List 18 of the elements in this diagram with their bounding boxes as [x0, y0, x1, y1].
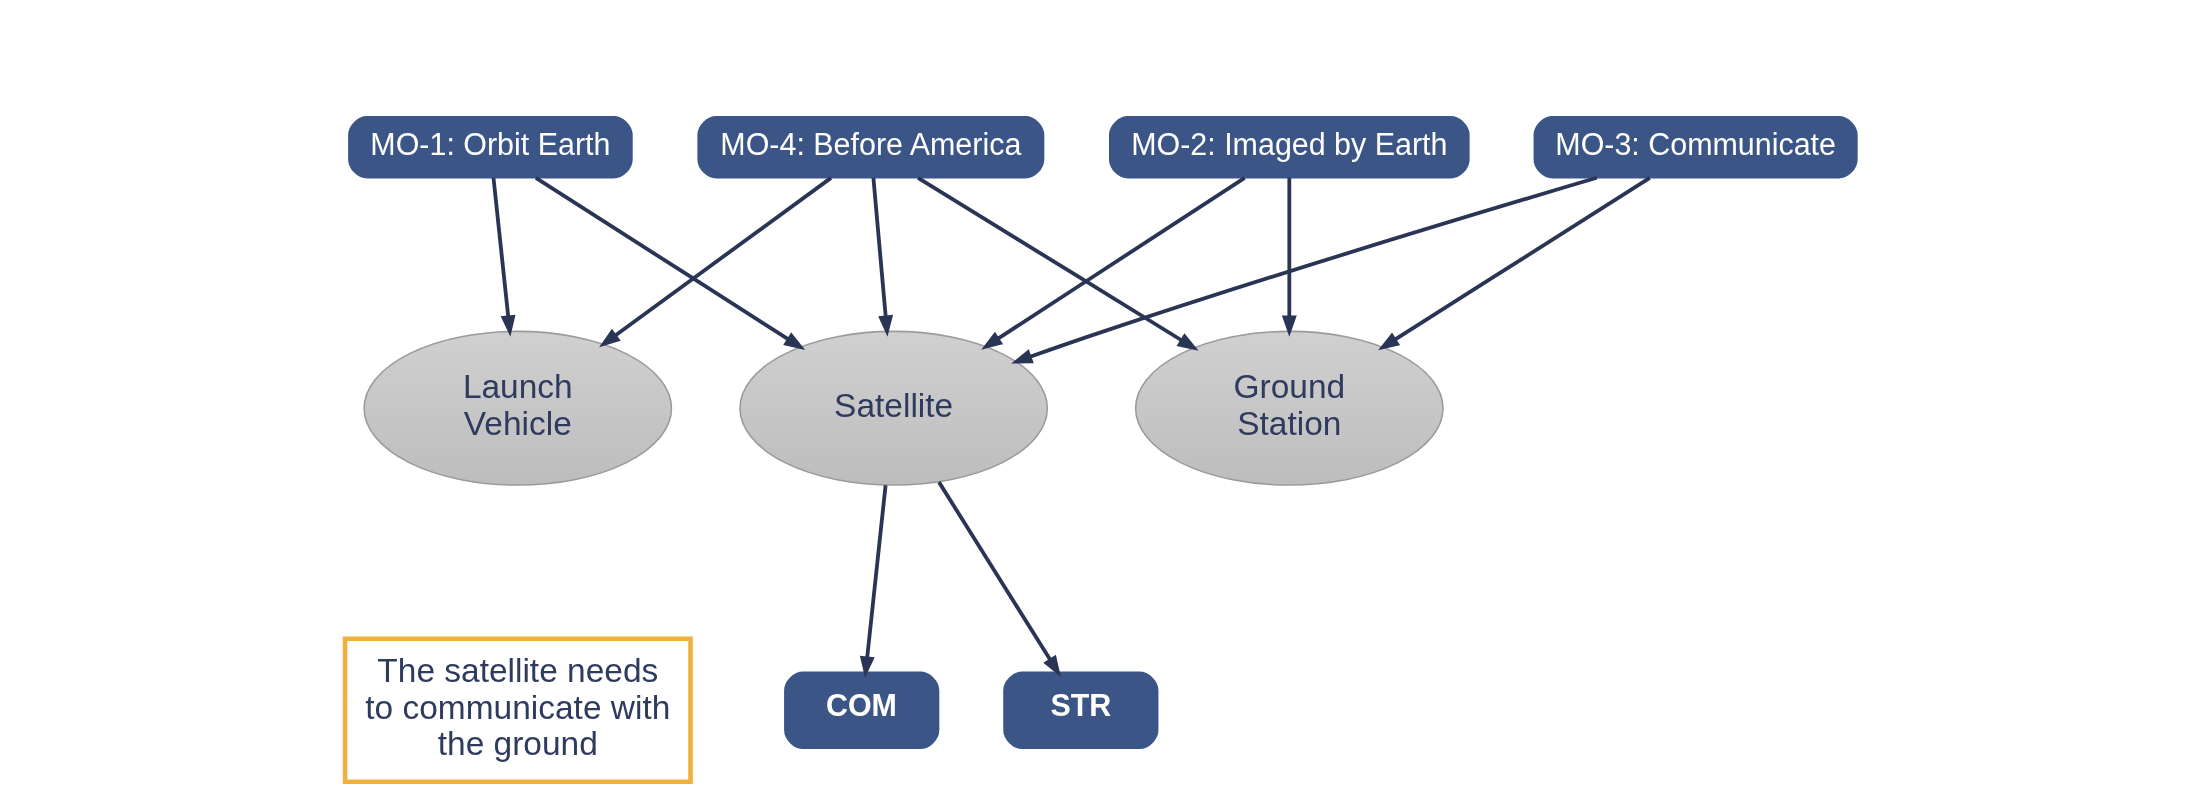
arrow [1281, 177, 1297, 337]
arrow [871, 177, 893, 337]
arrow [534, 176, 805, 351]
arrow [1010, 175, 1597, 364]
node-box: MO-3: Communicate [1533, 116, 1858, 179]
node-box: MO-4: Before America [696, 116, 1044, 179]
arrow [936, 481, 1061, 677]
node-box: STR [1002, 671, 1158, 750]
node-box: MO-1: Orbit Earth [347, 116, 633, 179]
arrow [859, 485, 887, 678]
arrow [980, 176, 1246, 350]
node-box: MO-2: Imaged by Earth [1108, 116, 1470, 179]
arrow [916, 176, 1199, 351]
node-box: COM [783, 671, 939, 750]
arrow [598, 176, 832, 348]
arrow [1377, 176, 1651, 351]
arrow [491, 177, 516, 337]
node-box: The satellite needs to communicate with the ground [342, 636, 693, 785]
